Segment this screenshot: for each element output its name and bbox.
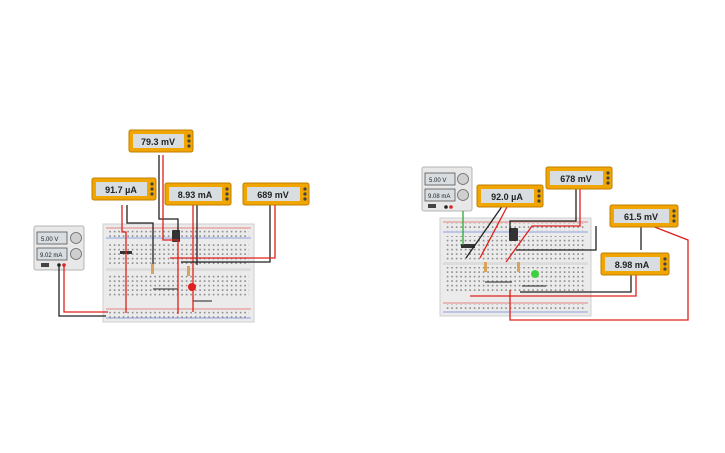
left-meter-right-voltage[interactable]: 689 mV	[242, 182, 310, 206]
right-supply-negative-terminal[interactable]	[444, 205, 448, 209]
left-supply-voltage: 5.00 V	[41, 237, 58, 243]
left-meter-base-current-reading: 91.7 µA	[105, 185, 137, 195]
left-red-led[interactable]	[188, 283, 196, 291]
left-supply-switch-icon[interactable]	[41, 263, 49, 267]
left-circuit: 5.00 V 9.02 mA	[33, 129, 310, 323]
right-breadboard[interactable]	[439, 217, 592, 317]
right-current-knob-icon[interactable]	[457, 189, 469, 201]
left-meter-base-current[interactable]: 91.7 µA	[91, 177, 157, 201]
right-voltage-knob-icon[interactable]	[457, 173, 469, 185]
left-supply-current: 9.02 mA	[40, 253, 62, 259]
left-meter-top[interactable]: 79.3 mV	[128, 129, 194, 153]
left-power-supply[interactable]: 5.00 V 9.02 mA	[33, 225, 85, 271]
left-meter-right-voltage-reading: 689 mV	[257, 190, 289, 200]
right-resistor-base[interactable]	[484, 262, 487, 272]
right-supply-voltage: 5.00 V	[429, 178, 446, 184]
right-pushbutton[interactable]	[461, 244, 475, 248]
left-transistor[interactable]	[172, 230, 180, 242]
right-meter-collector-current-reading: 8.98 mA	[615, 260, 650, 270]
left-wires	[58, 155, 276, 317]
left-meter-collector-current[interactable]: 8.93 mA	[164, 182, 232, 206]
right-supply-current: 9.08 mA	[428, 194, 450, 200]
right-meter-collector-current[interactable]: 8.98 mA	[600, 252, 670, 276]
right-power-supply[interactable]: 5.00 V 9.08 mA	[421, 166, 473, 212]
right-meter-base-current[interactable]: 92.0 µA	[476, 184, 544, 208]
right-circuit: 5.00 V 9.08 mA	[421, 166, 689, 321]
right-supply-positive-terminal[interactable]	[449, 205, 453, 209]
left-supply-positive-terminal[interactable]	[62, 263, 66, 267]
right-resistor-collector[interactable]	[517, 262, 520, 272]
left-voltage-knob-icon[interactable]	[70, 232, 82, 244]
left-resistor-collector[interactable]	[187, 266, 190, 276]
left-meter-top-reading: 79.3 mV	[141, 137, 175, 147]
left-current-knob-icon[interactable]	[70, 248, 82, 260]
right-transistor[interactable]	[509, 228, 518, 241]
left-resistor-base[interactable]	[151, 264, 154, 274]
right-meter-right-voltage[interactable]: 61.5 mV	[609, 204, 679, 228]
right-meter-top-voltage-reading: 678 mV	[560, 174, 592, 184]
right-meter-right-voltage-reading: 61.5 mV	[624, 212, 658, 222]
right-meter-base-current-reading: 92.0 µA	[491, 192, 523, 202]
left-meter-collector-current-reading: 8.93 mA	[178, 190, 213, 200]
right-green-led[interactable]	[531, 270, 539, 278]
right-meter-top-voltage[interactable]: 678 mV	[545, 166, 613, 190]
right-supply-switch-icon[interactable]	[428, 204, 436, 208]
left-supply-negative-terminal[interactable]	[57, 263, 61, 267]
